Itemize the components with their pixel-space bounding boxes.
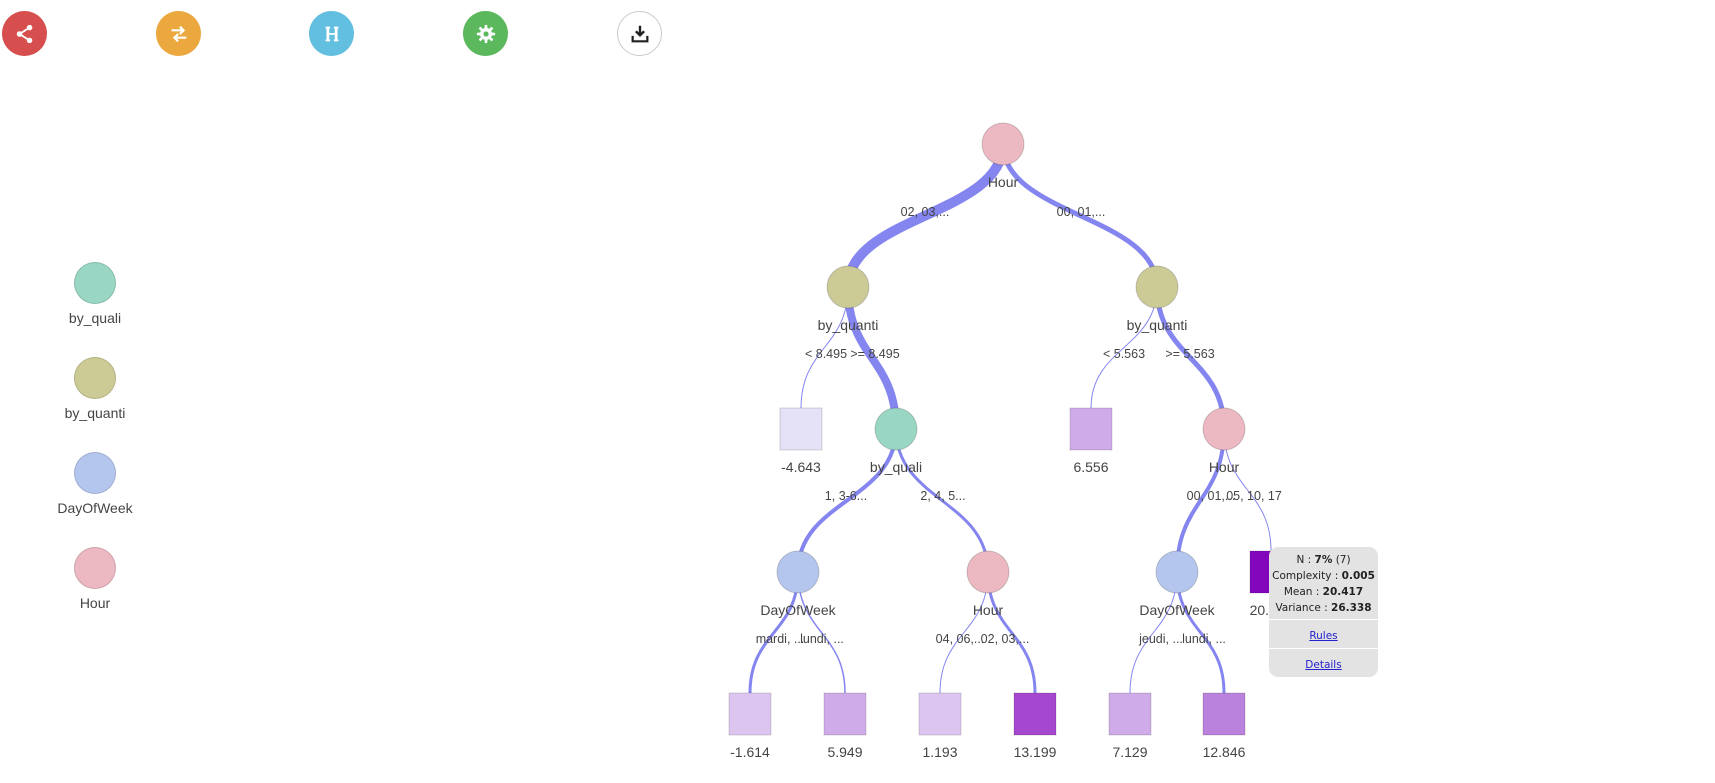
tooltip-mean: Mean : 20.417 (1283, 586, 1364, 598)
node-label: 12.846 (1203, 744, 1246, 760)
edge-label: >= 5.563 (1165, 347, 1214, 361)
node-label: by_quanti (1127, 317, 1188, 333)
tooltip-complexity: Complexity : 0.005 (1272, 570, 1375, 582)
node-label: Hour (1209, 459, 1240, 475)
tree-edge (843, 143, 1008, 288)
node-label: Hour (988, 174, 1019, 190)
edge-label: 02, 03,... (981, 632, 1030, 646)
legend-swatch (74, 547, 116, 589)
share-icon (16, 24, 32, 43)
node-label: Hour (973, 602, 1004, 618)
node-label: DayOfWeek (1139, 602, 1215, 618)
split-node[interactable] (1202, 407, 1246, 451)
leaf-node[interactable] (1013, 692, 1057, 736)
split-node[interactable] (1155, 550, 1199, 594)
tooltip-rules-link[interactable]: Rules (1309, 630, 1338, 642)
edge-label: >= 8.495 (850, 347, 899, 361)
tooltip-variance: Variance : 26.338 (1275, 602, 1372, 614)
h-icon (325, 26, 338, 41)
node-label: by_quanti (818, 317, 879, 333)
legend-swatch (74, 262, 116, 304)
tooltip-divider (1269, 619, 1378, 620)
download-button[interactable] (617, 11, 662, 56)
legend-item: DayOfWeek (40, 452, 150, 516)
settings-button[interactable] (463, 11, 508, 56)
legend-item: by_quanti (40, 357, 150, 421)
edge-label: lundi, ... (800, 632, 844, 646)
leaf-node[interactable] (728, 692, 772, 736)
node-label: 6.556 (1073, 459, 1108, 475)
share-button[interactable] (2, 11, 47, 56)
tree-edge (844, 286, 900, 430)
edge-label: 2, 4, 5... (920, 489, 965, 503)
edge-label: 04, 06,... (936, 632, 985, 646)
tree-edges (748, 143, 1272, 694)
split-node[interactable] (981, 122, 1025, 166)
header-button[interactable] (309, 11, 354, 56)
tree-edge (894, 428, 990, 573)
edge-label: 02, 03,... (901, 205, 950, 219)
edge-label: 00, 01,... (1187, 489, 1236, 503)
node-label: 1.193 (922, 744, 957, 760)
tooltip-divider (1269, 648, 1378, 649)
split-node[interactable] (1135, 265, 1179, 309)
leaf-node[interactable] (1108, 692, 1152, 736)
legend-item: Hour (40, 547, 150, 611)
leaf-node[interactable] (823, 692, 867, 736)
edge-label: < 8.495 (805, 347, 847, 361)
download-icon (631, 25, 648, 42)
tree-nodes: Hour by_quanti by_quanti -4.643 by_quali 6.55… (728, 122, 1293, 760)
tree-edge (1000, 143, 1160, 288)
legend-swatch (74, 452, 116, 494)
gear-icon (476, 24, 495, 43)
edge-label: 1, 3-6... (825, 489, 867, 503)
legend-swatch (74, 357, 116, 399)
leaf-node[interactable] (918, 692, 962, 736)
edge-label: < 5.563 (1103, 347, 1145, 361)
tooltip-details-link[interactable]: Details (1305, 659, 1342, 671)
swap-icon (171, 25, 186, 42)
swap-button[interactable] (156, 11, 201, 56)
split-node[interactable] (874, 407, 918, 451)
node-label: by_quali (870, 459, 922, 475)
edge-label: 05, 10, 17 (1226, 489, 1282, 503)
legend-label: DayOfWeek (57, 500, 133, 516)
node-tooltip: N : 7% (7) Complexity : 0.005 Mean : 20.… (1269, 547, 1378, 677)
legend-label: by_quali (68, 310, 122, 326)
legend-item: by_quali (40, 262, 150, 326)
tree-edge (1154, 286, 1227, 430)
edge-label: 00, 01,... (1057, 205, 1106, 219)
legend-label: Hour (79, 595, 111, 611)
tooltip-n: N : 7% (7) (1296, 554, 1351, 566)
node-label: 13.199 (1014, 744, 1057, 760)
edge-label: jeudi, ... (1138, 632, 1183, 646)
tree-edge (1175, 428, 1226, 573)
node-label: -4.643 (781, 459, 821, 475)
node-label: -1.614 (730, 744, 770, 760)
tree-edge-labels: 02, 03,... 00, 01,... < 8.495>= 8.495 < 5.5… (756, 205, 1282, 646)
split-node[interactable] (966, 550, 1010, 594)
split-node[interactable] (776, 550, 820, 594)
leaf-node[interactable] (779, 407, 823, 451)
node-label: DayOfWeek (760, 602, 836, 618)
node-label: 5.949 (827, 744, 862, 760)
leaf-node[interactable] (1202, 692, 1246, 736)
node-label: 7.129 (1112, 744, 1147, 760)
legend-label: by_quanti (64, 405, 126, 421)
split-node[interactable] (826, 265, 870, 309)
leaf-node[interactable] (1069, 407, 1113, 451)
edge-label: mardi, ... (756, 632, 805, 646)
tree-edge (796, 428, 898, 573)
edge-label: lundi, ... (1182, 632, 1226, 646)
